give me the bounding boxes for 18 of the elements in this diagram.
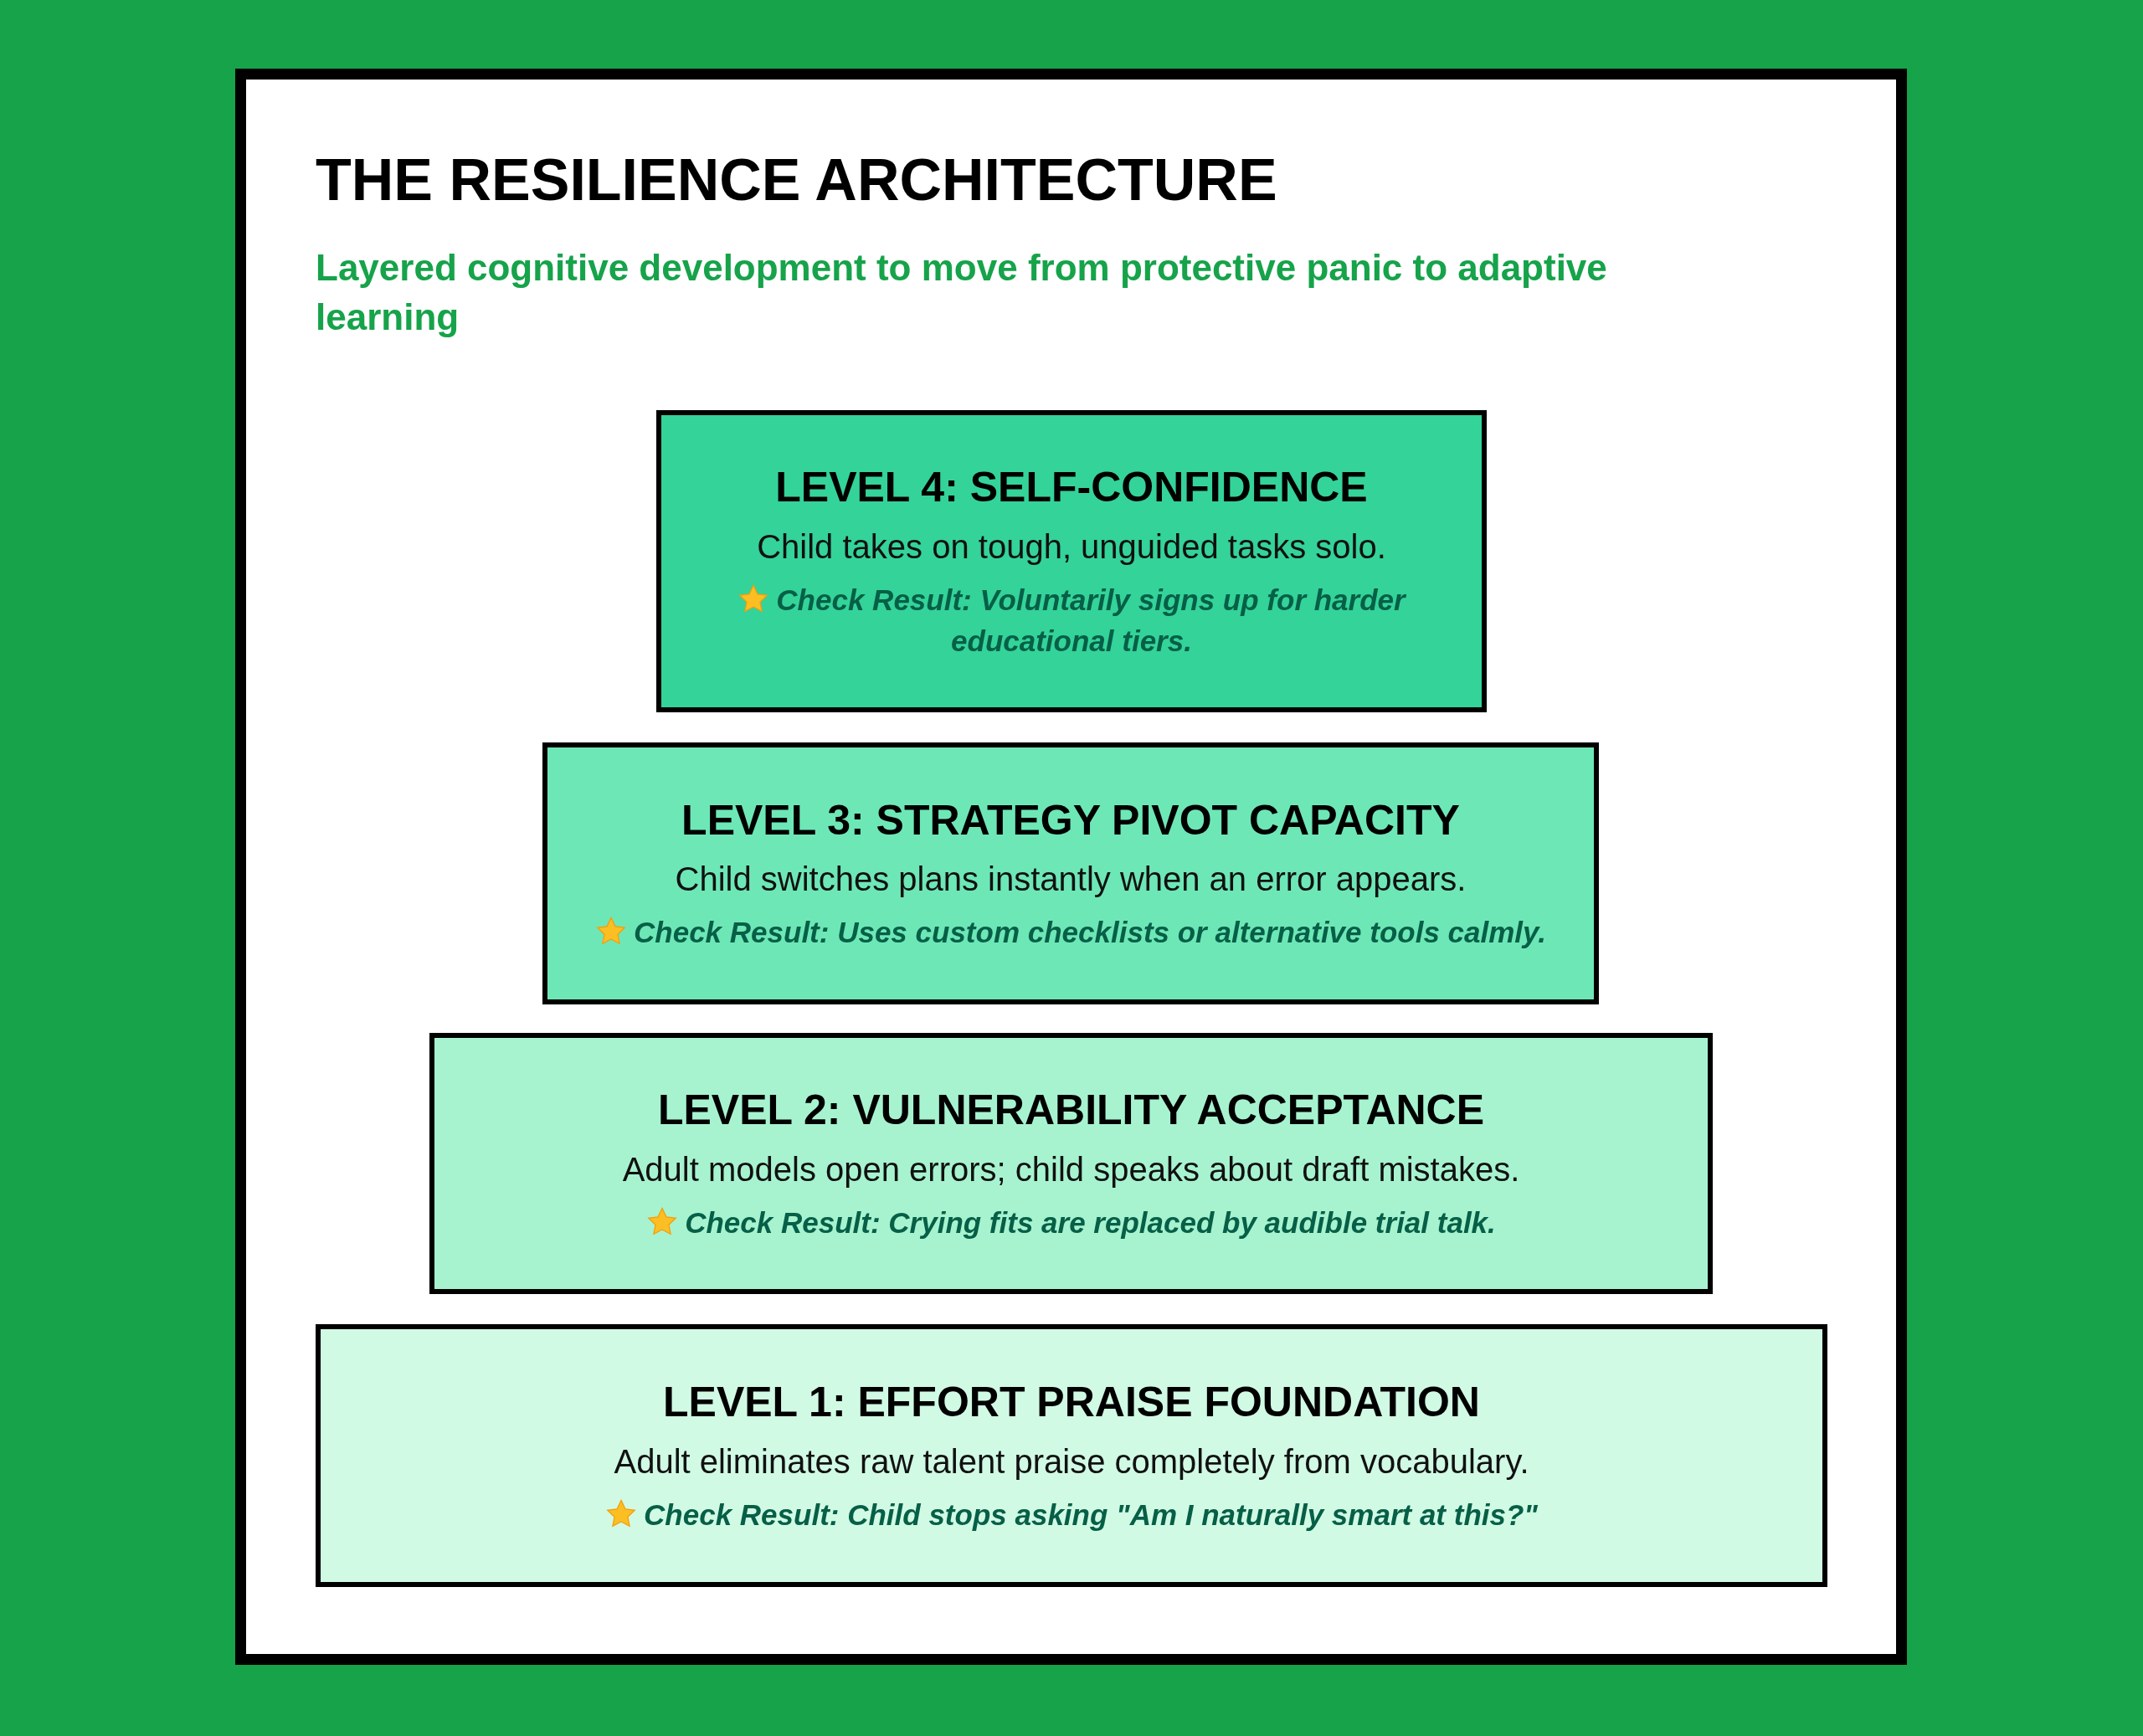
level-description: Child takes on tough, unguided tasks solo. (757, 526, 1386, 567)
level-description: Child switches plans instantly when an error appears. (675, 860, 1467, 900)
level-box (316, 1324, 1827, 1587)
check-result-text: Check Result: Voluntarily signs up for harder educational tiers. (776, 583, 1406, 657)
level-heading: LEVEL 3: STRATEGY PIVOT CAPACITY (681, 795, 1460, 845)
level-description: Adult models open errors; child speaks about draft mistakes. (622, 1149, 1520, 1189)
level-box (542, 742, 1599, 1004)
level-heading: LEVEL 2: VULNERABILITY ACCEPTANCE (657, 1086, 1485, 1136)
check-result-text: Check Result: Crying fits are replaced by audible trial talk. (685, 1205, 1496, 1239)
subtitle: Layered cognitive development to move from protective panic to adaptive learning (316, 246, 1608, 340)
check-result-text: Check Result: Child stops asking "Am I naturally smart at this?" (644, 1497, 1538, 1531)
title: THE RESILIENCE ARCHITECTURE (316, 151, 1277, 209)
check-result-text: Check Result: Uses custom checklists or alternative tools calmly. (634, 916, 1546, 949)
level-heading: LEVEL 4: SELF-CONFIDENCE (775, 463, 1368, 513)
level-description: Adult eliminates raw talent praise completely from vocabulary. (614, 1441, 1529, 1482)
level-box (429, 1033, 1713, 1294)
level-box (656, 410, 1487, 712)
level-heading: LEVEL 1: EFFORT PRAISE FOUNDATION (663, 1378, 1480, 1428)
